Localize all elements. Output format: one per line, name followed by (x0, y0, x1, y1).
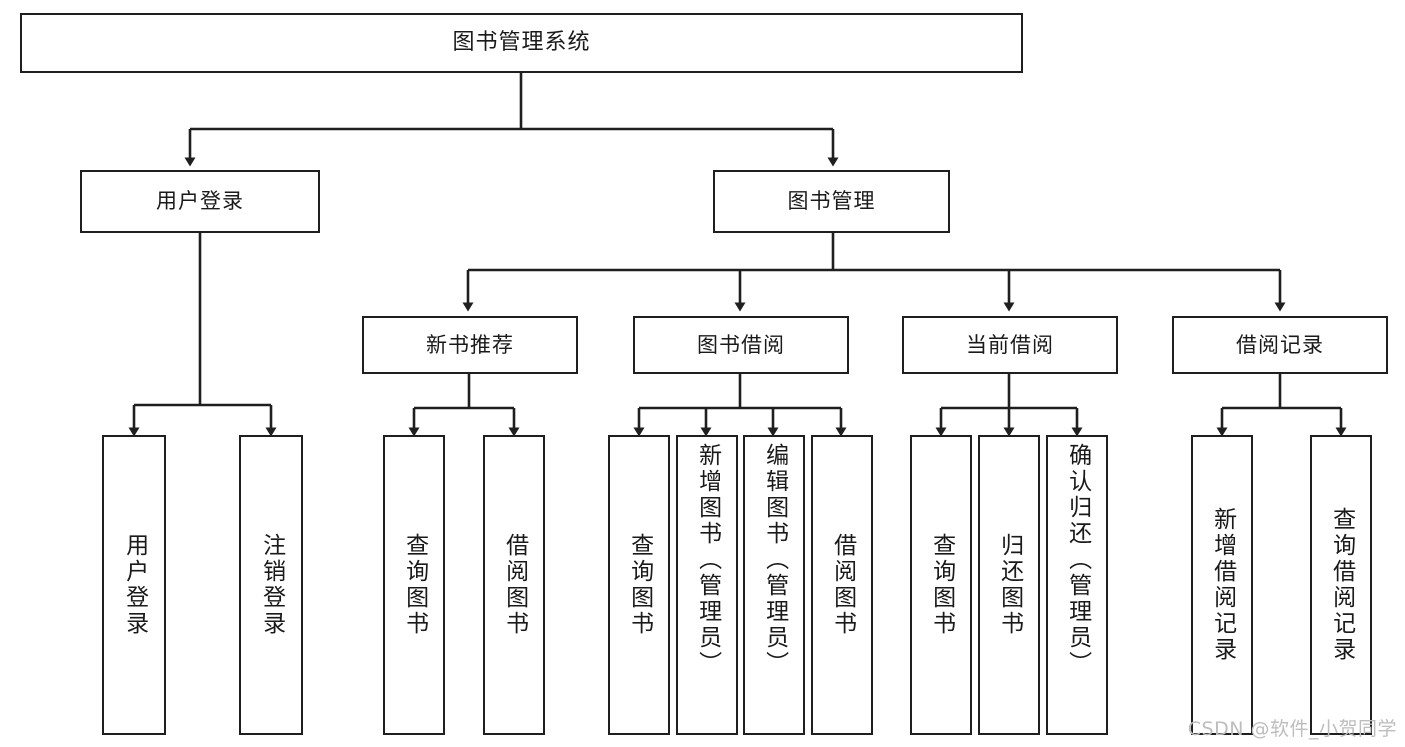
node-borrow-record[interactable]: 借阅记录 (1172, 316, 1388, 374)
leaf-borrow-book-recommend[interactable]: 借阅图书 (483, 435, 545, 735)
node-label: 当前借阅 (966, 332, 1054, 357)
node-label: 注销登录 (258, 533, 285, 637)
leaf-query-book-recommend[interactable]: 查询图书 (383, 435, 445, 735)
leaf-add-book-admin[interactable]: 新增图书（管理员） (676, 435, 738, 735)
node-book-management[interactable]: 图书管理 (713, 170, 950, 233)
leaf-edit-book-admin[interactable]: 编辑图书（管理员） (743, 435, 805, 735)
node-label: 借阅图书 (501, 533, 528, 637)
node-root-book-management-system[interactable]: 图书管理系统 (20, 13, 1023, 73)
node-label: 确认归还（管理员） (1064, 443, 1091, 677)
node-label: 新增借阅记录 (1209, 507, 1236, 663)
node-current-borrow[interactable]: 当前借阅 (902, 316, 1118, 374)
node-label: 图书管理系统 (452, 30, 591, 56)
leaf-query-borrow-record[interactable]: 查询借阅记录 (1310, 435, 1372, 735)
leaf-query-book-borrow[interactable]: 查询图书 (608, 435, 670, 735)
watermark: CSDN @软件_小贺同学 (1187, 718, 1397, 740)
node-label: 借阅记录 (1236, 332, 1324, 357)
leaf-add-borrow-record[interactable]: 新增借阅记录 (1191, 435, 1253, 735)
node-new-book-recommend[interactable]: 新书推荐 (362, 316, 578, 374)
leaf-logout-login[interactable]: 注销登录 (239, 435, 303, 735)
node-label: 编辑图书（管理员） (761, 443, 788, 677)
node-label: 用户登录 (121, 533, 148, 637)
node-label: 归还图书 (996, 533, 1023, 637)
leaf-borrow-book-borrow[interactable]: 借阅图书 (811, 435, 873, 735)
node-label: 借阅图书 (829, 533, 856, 637)
node-label: 新增图书（管理员） (694, 443, 721, 677)
node-label: 查询图书 (928, 533, 955, 637)
node-label: 查询图书 (626, 533, 653, 637)
leaf-user-login[interactable]: 用户登录 (102, 435, 166, 735)
node-label: 图书管理 (787, 189, 876, 214)
leaf-query-book-current[interactable]: 查询图书 (910, 435, 972, 735)
node-label: 查询借阅记录 (1328, 507, 1355, 663)
node-label: 查询图书 (401, 533, 428, 637)
node-user-login[interactable]: 用户登录 (80, 170, 320, 233)
node-label: 图书借阅 (697, 332, 785, 357)
leaf-return-book[interactable]: 归还图书 (978, 435, 1040, 735)
node-label: 新书推荐 (426, 332, 514, 357)
node-label: 用户登录 (156, 189, 244, 214)
node-book-borrow[interactable]: 图书借阅 (633, 316, 849, 374)
leaf-confirm-return-admin[interactable]: 确认归还（管理员） (1046, 435, 1108, 735)
